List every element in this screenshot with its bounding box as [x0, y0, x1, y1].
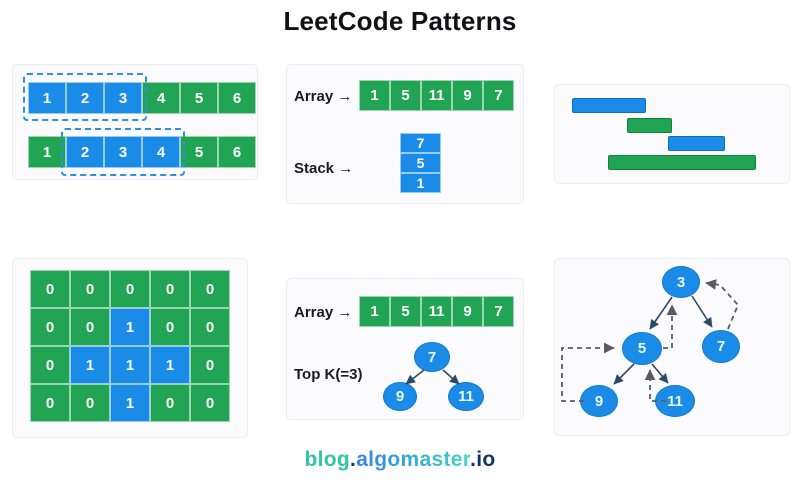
- array-cell: 5: [180, 136, 218, 168]
- array-cell: 4: [142, 82, 180, 114]
- interval-bar: [572, 98, 646, 113]
- array-cell: 7: [483, 80, 514, 111]
- interval-bar: [668, 136, 725, 151]
- array-cell: 1: [359, 296, 390, 327]
- array-cell: 9: [452, 296, 483, 327]
- array-cell: 5: [390, 296, 421, 327]
- grid-cell: 1: [110, 346, 150, 384]
- graph-node-11: 11: [655, 385, 695, 417]
- grid-cell: 0: [30, 346, 70, 384]
- array-cell: 3: [104, 82, 142, 114]
- stack-cell: 7: [400, 133, 441, 153]
- grid-cell: 0: [190, 384, 230, 422]
- heap-node-right: 11: [448, 382, 484, 411]
- array-cell: 6: [218, 136, 256, 168]
- array-cell: 1: [359, 80, 390, 111]
- grid-cell: 1: [110, 384, 150, 422]
- array-cell: 1: [28, 136, 66, 168]
- footer-algomaster: algomaster: [356, 448, 471, 471]
- graph-node-7: 7: [702, 330, 740, 363]
- grid-cell: 0: [70, 308, 110, 346]
- grid-cell: 0: [70, 384, 110, 422]
- graph-node-9: 9: [580, 385, 618, 417]
- window-selection-outline: [23, 73, 147, 121]
- footer-brand: blog.algomaster.io: [0, 448, 800, 472]
- array-cell: 5: [390, 80, 421, 111]
- stack-label: Stack →: [294, 160, 354, 177]
- window-selection-outline: [61, 128, 185, 176]
- stack-cell: 1: [400, 173, 441, 193]
- footer-blog: blog: [304, 448, 351, 471]
- array-cell: 2: [66, 82, 104, 114]
- grid-cell: 0: [150, 270, 190, 308]
- footer-dot: .: [350, 448, 357, 471]
- array-cell: 4: [142, 136, 180, 168]
- heap-node-root: 7: [414, 342, 450, 372]
- array-label: Array →: [294, 88, 353, 105]
- interval-bar: [608, 155, 756, 170]
- grid-cell: 0: [110, 270, 150, 308]
- array-cell: 9: [452, 80, 483, 111]
- graph-node-3: 3: [662, 266, 700, 298]
- interval-bar: [627, 118, 672, 133]
- stack-cell: 5: [400, 153, 441, 173]
- grid-cell: 0: [150, 308, 190, 346]
- top-k-label: Top K(=3): [294, 366, 363, 383]
- grid-cell: 0: [30, 384, 70, 422]
- grid-cell: 0: [190, 270, 230, 308]
- array-cell: 2: [66, 136, 104, 168]
- array-cell: 3: [104, 136, 142, 168]
- grid-cell: 0: [190, 346, 230, 384]
- grid-cell: 1: [70, 346, 110, 384]
- heap-node-left: 9: [383, 382, 417, 411]
- page-title: LeetCode Patterns: [283, 6, 517, 36]
- grid-cell: 0: [30, 270, 70, 308]
- grid-cell: 1: [110, 308, 150, 346]
- array-cell: 5: [180, 82, 218, 114]
- grid-cell: 0: [190, 308, 230, 346]
- array-cell: 11: [421, 296, 452, 327]
- array-cell: 6: [218, 82, 256, 114]
- array-label: Array →: [294, 304, 353, 321]
- grid-cell: 0: [150, 384, 190, 422]
- grid-cell: 0: [30, 308, 70, 346]
- grid-cell: 1: [150, 346, 190, 384]
- array-cell: 7: [483, 296, 514, 327]
- array-cell: 11: [421, 80, 452, 111]
- array-cell: 1: [28, 82, 66, 114]
- graph-node-5: 5: [622, 332, 662, 365]
- grid-cell: 0: [70, 270, 110, 308]
- footer-tld: .io: [470, 448, 496, 471]
